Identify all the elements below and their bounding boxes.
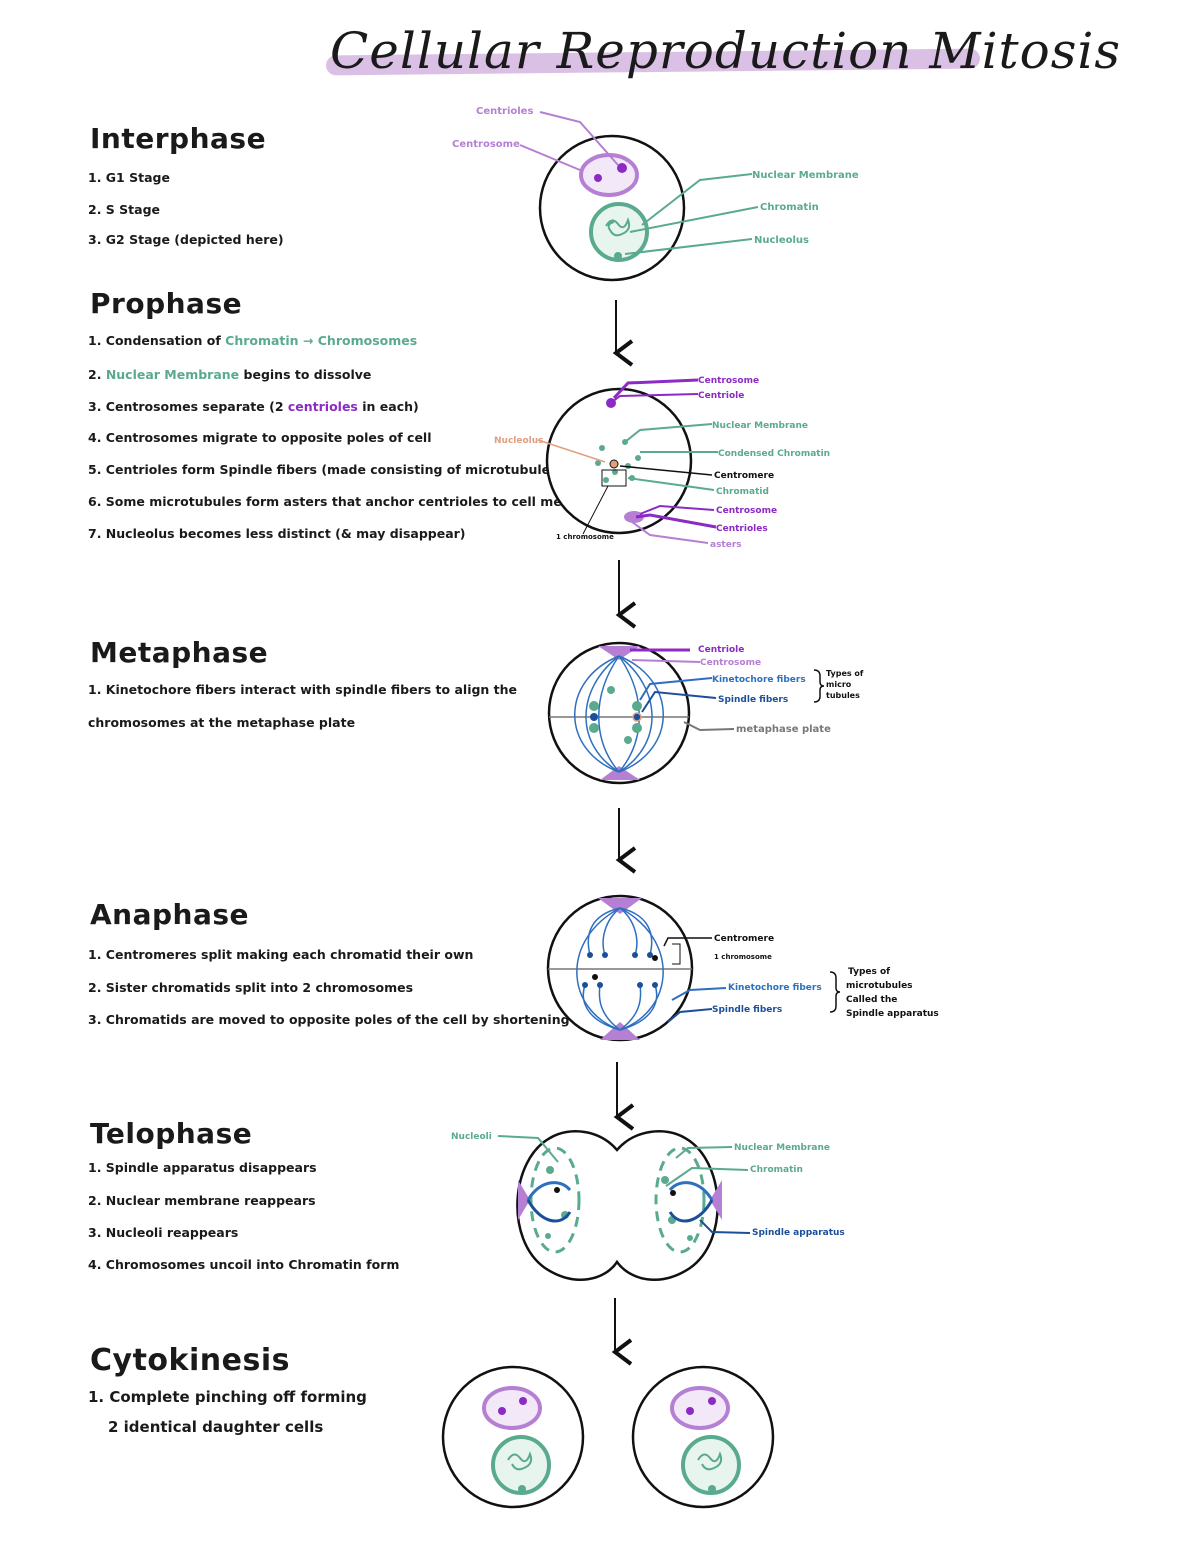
label-spindle-apparatus: Spindle apparatus: [752, 1228, 845, 1238]
list-item: 2. Sister chromatids split into 2 chromo…: [88, 980, 414, 995]
note-line: tubules: [826, 691, 860, 700]
telophase-heading: Telophase: [90, 1117, 253, 1150]
list-item: 2. S Stage: [88, 202, 160, 217]
list-item: 1. Spindle apparatus disappears: [88, 1160, 317, 1175]
list-item: 3. G2 Stage (depicted here): [88, 232, 284, 247]
note-line: Types of: [848, 967, 890, 977]
label-chromosome: 1 chromosome: [714, 953, 772, 961]
label-nuclear-membrane: Nuclear Membrane: [734, 1143, 830, 1153]
label-nuclear-membrane: Nuclear Membrane: [752, 170, 859, 181]
list-item: 4. Centrosomes migrate to opposite poles…: [88, 430, 432, 445]
note-line: microtubules: [846, 981, 913, 991]
label-metaphase-plate: metaphase plate: [736, 724, 831, 735]
note-line: micro: [826, 680, 852, 689]
label-condensed-chromatin: Condensed Chromatin: [718, 449, 830, 459]
label-chromatin: Chromatin: [750, 1165, 803, 1175]
label-centriole: Centriole: [698, 391, 744, 401]
label-nucleolus: Nucleolus: [494, 436, 544, 446]
page-title: Cellular Reproduction Mitosis: [330, 22, 1122, 80]
note-line: Types of: [826, 669, 864, 678]
metaphase-cell: Centriole Centrosome Kinetochore fibers …: [547, 641, 864, 785]
label-nucleoli: Nucleoli: [451, 1132, 492, 1142]
interphase-cell: Centrioles Centrosome Nuclear Membrane C…: [452, 106, 859, 282]
list-item: 3. Chromatids are moved to opposite pole…: [88, 1012, 615, 1027]
list-item: 2. Nuclear membrane reappears: [88, 1193, 316, 1208]
list-item: 3. Nucleoli reappears: [88, 1225, 239, 1240]
list-item: 6. Some microtubules form asters that an…: [88, 494, 616, 509]
list-item: 1. Centromeres split making each chromat…: [88, 947, 474, 962]
label-centrosome: Centrosome: [700, 658, 761, 668]
label-centrioles: Centrioles: [476, 106, 533, 117]
note-line: Called the: [846, 995, 897, 1005]
label-centromere: Centromere: [714, 471, 774, 481]
label-kinetochore-fibers: Kinetochore fibers: [712, 675, 806, 685]
label-spindle-fibers: Spindle fibers: [712, 1005, 782, 1015]
list-item: 5. Centrioles form Spindle fibers (made …: [88, 462, 564, 477]
label-centrosome-2: Centrosome: [716, 506, 777, 516]
prophase-heading: Prophase: [90, 287, 243, 320]
label-nuclear-membrane: Nuclear Membrane: [712, 421, 808, 431]
list-item: chromosomes at the metaphase plate: [88, 715, 356, 730]
label-chromosome: 1 chromosome: [556, 533, 614, 541]
label-kinetochore-fibers: Kinetochore fibers: [728, 983, 822, 993]
interphase-heading: Interphase: [90, 122, 267, 155]
anaphase-heading: Anaphase: [90, 898, 250, 931]
label-centromere: Centromere: [714, 934, 774, 944]
label-centrioles: Centrioles: [716, 524, 768, 534]
label-nucleolus: Nucleolus: [754, 235, 809, 246]
list-item: 2 identical daughter cells: [108, 1418, 324, 1436]
list-item: 2. Nuclear Membrane begins to dissolve: [88, 367, 372, 382]
list-item: 3. Centrosomes separate (2 centrioles in…: [88, 399, 419, 414]
label-centriole: Centriole: [698, 645, 744, 655]
list-item: 1. Kinetochore fibers interact with spin…: [88, 682, 518, 697]
list-item: 1. Condensation of Chromatin → Chromosom…: [88, 333, 418, 348]
list-item: 1. G1 Stage: [88, 170, 170, 185]
label-chromatid: Chromatid: [716, 487, 769, 497]
telophase-cell: Nucleoli Nuclear Membrane Chromatin Spin…: [451, 1130, 845, 1281]
label-chromatin: Chromatin: [760, 202, 819, 213]
cytokinesis-cell-right: [631, 1365, 775, 1509]
label-centrosome: Centrosome: [452, 139, 520, 150]
list-item: 7. Nucleolus becomes less distinct (& ma…: [88, 526, 466, 541]
cytokinesis-heading: Cytokinesis: [90, 1343, 290, 1378]
label-asters: asters: [710, 540, 742, 550]
metaphase-heading: Metaphase: [90, 636, 269, 669]
list-item: 4. Chromosomes uncoil into Chromatin for…: [88, 1257, 400, 1272]
list-item: 1. Complete pinching off forming: [88, 1388, 367, 1406]
cytokinesis-cell-left: [441, 1365, 585, 1509]
label-spindle-fibers: Spindle fibers: [718, 695, 788, 705]
note-line: Spindle apparatus: [846, 1009, 939, 1019]
label-centrosome: Centrosome: [698, 376, 759, 386]
